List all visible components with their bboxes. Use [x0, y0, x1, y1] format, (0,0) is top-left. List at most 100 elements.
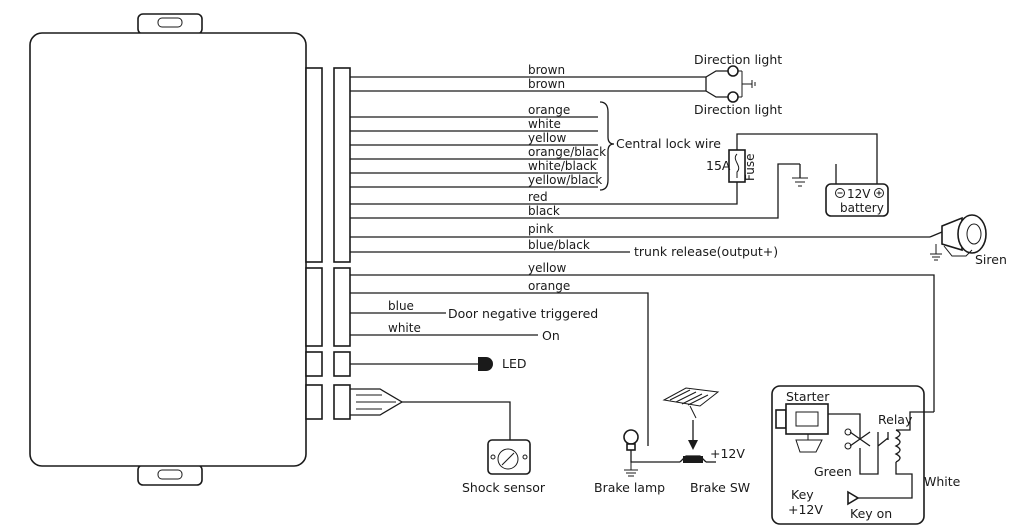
relay-coil-lead-top — [896, 411, 934, 431]
wire-labels-group-1: brown brown orange white yellow orange/b… — [528, 63, 606, 252]
scissor-handle-left — [844, 442, 852, 450]
wire-label: orange — [528, 279, 570, 293]
key-label-line2: +12V — [788, 502, 823, 517]
direction-lead-top — [705, 70, 728, 78]
connector-1-plug — [333, 67, 351, 263]
ground-icon — [751, 80, 756, 88]
control-unit — [29, 13, 307, 486]
key-on-label: Key on — [850, 506, 892, 521]
battery-plus-icon — [874, 188, 884, 198]
brake-pedal-tread — [669, 389, 709, 406]
wire-label: brown — [528, 77, 565, 91]
wire-label: blue — [388, 299, 414, 313]
connectors — [305, 67, 351, 420]
wire-label: orange/black — [528, 145, 606, 159]
battery-icon — [825, 183, 889, 217]
siren-bell-icon — [957, 214, 987, 254]
starter-label: Starter — [786, 389, 830, 404]
siren-label: Siren — [975, 252, 1007, 267]
relay-label: Relay — [878, 412, 913, 427]
wire-label: black — [528, 204, 560, 218]
shock-sensor-screw-right — [522, 454, 528, 460]
led: LED — [350, 356, 527, 371]
direction-bulb-bottom-icon — [727, 91, 739, 103]
central-lock-brace — [599, 101, 615, 191]
wire-label: yellow — [528, 261, 566, 275]
battery-positive-lead — [736, 133, 878, 185]
shock-sensor-screw-left — [490, 454, 496, 460]
top-mount-hole — [157, 17, 183, 28]
wires-group-1 — [350, 76, 930, 253]
siren-ground-icon — [930, 244, 942, 261]
brake-lamp-wire — [630, 446, 680, 463]
wire-label: blue/black — [528, 238, 590, 252]
wire-black — [350, 163, 800, 219]
brake: Brake lamp +12V Brake SW — [594, 387, 750, 495]
wire-label: white — [528, 117, 561, 131]
brake-switch-body — [683, 456, 703, 463]
white-label: White — [924, 474, 961, 489]
brake-ground-icon — [624, 462, 638, 477]
starter-wire — [828, 413, 861, 428]
scissor-handle-right — [844, 428, 852, 436]
wire-label: yellow/black — [528, 173, 602, 187]
connector-2-housing — [305, 267, 323, 347]
siren-horn-icon — [941, 216, 963, 252]
brake-lamp-label: Brake lamp — [594, 480, 665, 495]
on-label: On — [542, 328, 560, 343]
chassis-ground-icon — [792, 177, 808, 187]
fuse-label: Fuse — [743, 154, 757, 182]
brake-lamp-icon — [623, 429, 639, 445]
battery-minus-icon — [835, 188, 845, 198]
starter-motor-end — [775, 409, 787, 429]
siren-lead — [929, 231, 943, 238]
door-trigger-label: Door negative triggered — [448, 306, 598, 321]
shock-sensor-wire — [402, 401, 511, 440]
shock-sensor-knob-slot — [501, 452, 515, 466]
direction-ground-lead — [738, 70, 752, 98]
shock-sensor-icon — [487, 439, 531, 475]
shock-sensor: Shock sensor — [350, 388, 546, 495]
central-lock-label: Central lock wire — [616, 136, 721, 151]
wire-label: orange — [528, 103, 570, 117]
fuse-element — [734, 153, 740, 178]
relay-coil-icon — [894, 429, 901, 463]
direction-bulb-top-icon — [727, 65, 739, 77]
relay-coil-lead-bottom — [858, 462, 913, 499]
battery-plus-sign — [876, 190, 882, 196]
wire-label: brown — [528, 63, 565, 77]
siren-bracket — [943, 245, 973, 257]
wire-label: red — [528, 190, 548, 204]
starter-motor-icon — [785, 403, 829, 435]
relay-green-lead — [859, 448, 879, 475]
shock-sensor-label: Shock sensor — [462, 480, 546, 495]
key-on-arrow-icon — [847, 490, 860, 506]
fuse-battery: 15A Fuse 12V battery — [706, 133, 889, 217]
connector-shock-housing — [305, 384, 323, 420]
brake-sw-label: Brake SW — [690, 480, 750, 495]
top-mount-tab — [137, 13, 203, 35]
direction-lead-bottom — [705, 90, 728, 98]
fuse-icon — [728, 149, 746, 183]
wire-red — [350, 182, 738, 205]
wire-label: yellow — [528, 131, 566, 145]
bottom-mount-tab — [137, 464, 203, 486]
led-icon — [478, 357, 493, 371]
arrow-down-icon — [688, 440, 698, 450]
battery-label: battery — [840, 201, 884, 215]
wire-label: white/black — [528, 159, 597, 173]
brake-lamp-base — [626, 443, 636, 451]
key-label-line1: Key — [791, 487, 814, 502]
shock-sensor-knob-icon — [497, 448, 519, 470]
wire-orange-2 — [350, 292, 649, 446]
plus12v-label: +12V — [710, 446, 745, 461]
connector-led-plug — [333, 351, 351, 377]
green-label: Green — [814, 464, 852, 479]
direction-light-bottom-label: Direction light — [694, 102, 782, 117]
starter-relay: Starter Relay Green White Key +12V Key o… — [771, 385, 961, 525]
starter-motor-window — [795, 411, 819, 427]
connector-led-housing — [305, 351, 323, 377]
brake-pedal-arm — [689, 405, 697, 419]
starter-mount — [795, 434, 823, 453]
